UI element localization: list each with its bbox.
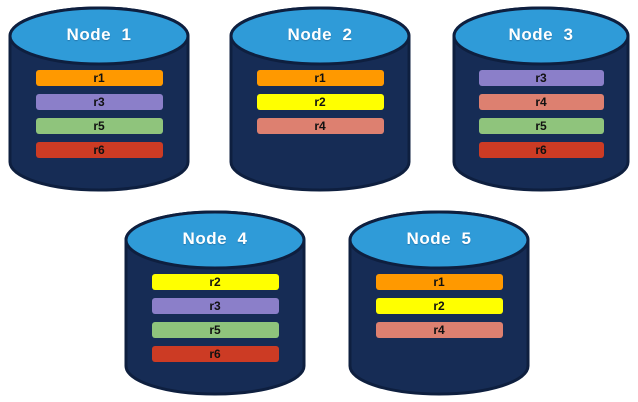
shard-bar-r4[interactable]: r4 — [375, 322, 503, 338]
shard-bar-r6[interactable]: r6 — [478, 142, 604, 158]
cylinder-top-ellipse — [8, 6, 190, 66]
cylinder-top-ellipse — [348, 210, 530, 270]
shard-list: r1 r3 r5 r6 — [8, 70, 190, 166]
shard-bar-r2[interactable]: r2 — [151, 274, 279, 290]
shard-bar-r4[interactable]: r4 — [256, 118, 384, 134]
shard-list: r3 r4 r5 r6 — [452, 70, 630, 166]
shard-list: r1 r2 r4 — [348, 274, 530, 346]
shard-bar-r2[interactable]: r2 — [256, 94, 384, 110]
shard-bar-r3[interactable]: r3 — [478, 70, 604, 86]
shard-bar-r1[interactable]: r1 — [256, 70, 384, 86]
shard-bar-r5[interactable]: r5 — [478, 118, 604, 134]
shard-bar-r3[interactable]: r3 — [151, 298, 279, 314]
shard-bar-r6[interactable]: r6 — [151, 346, 279, 362]
shard-list: r2 r3 r5 r6 — [124, 274, 306, 370]
shard-bar-r4[interactable]: r4 — [478, 94, 604, 110]
shard-list: r1 r2 r4 — [229, 70, 411, 142]
shard-bar-r2[interactable]: r2 — [375, 298, 503, 314]
shard-bar-r1[interactable]: r1 — [35, 70, 163, 86]
shard-bar-r3[interactable]: r3 — [35, 94, 163, 110]
cylinder-top-ellipse — [452, 6, 630, 66]
shard-bar-r5[interactable]: r5 — [35, 118, 163, 134]
cylinder-top-ellipse — [124, 210, 306, 270]
shard-bar-r5[interactable]: r5 — [151, 322, 279, 338]
cylinder-top-ellipse — [229, 6, 411, 66]
shard-bar-r1[interactable]: r1 — [375, 274, 503, 290]
shard-bar-r6[interactable]: r6 — [35, 142, 163, 158]
